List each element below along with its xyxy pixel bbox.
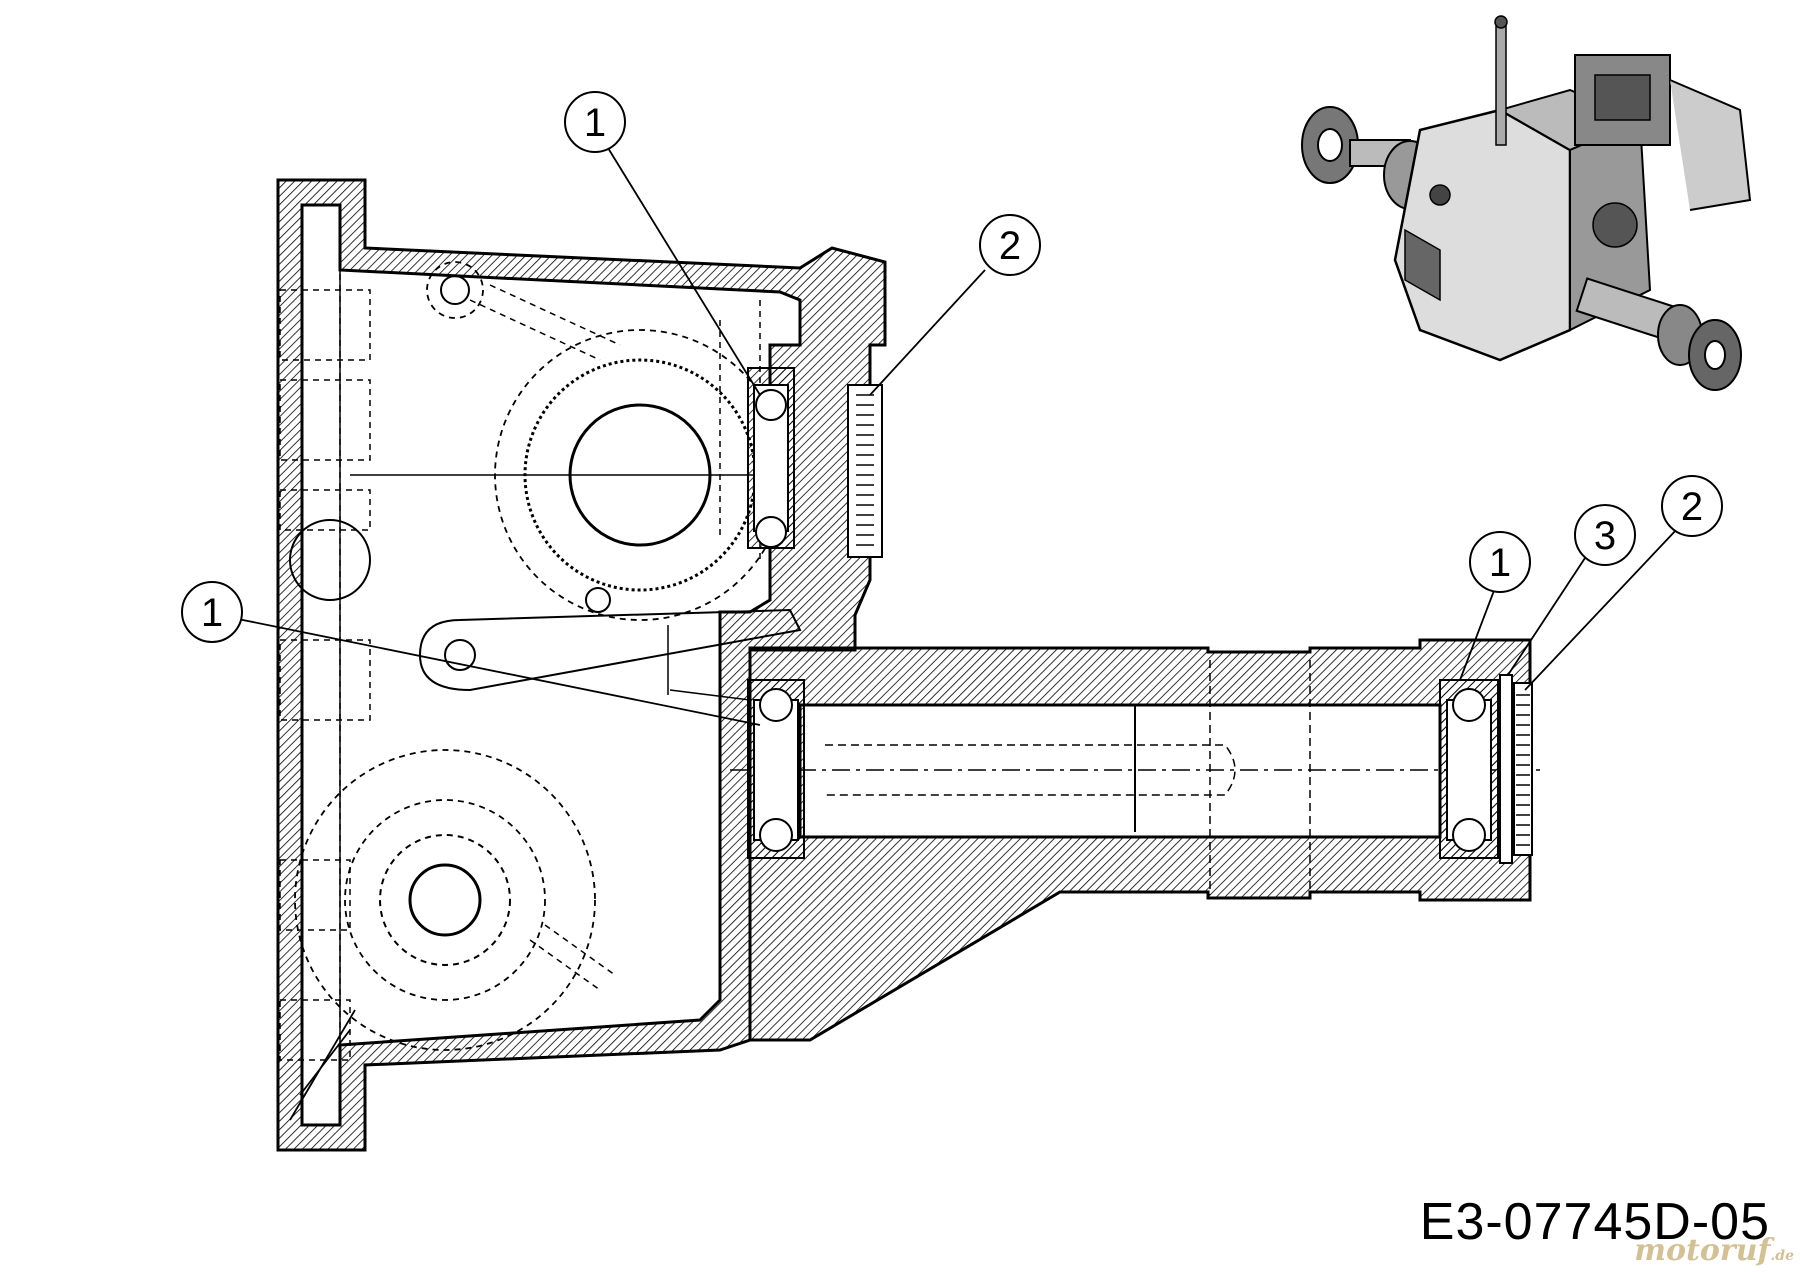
svg-text:3: 3	[1594, 514, 1616, 558]
callout-leaders	[232, 147, 1679, 1121]
svg-text:1: 1	[584, 101, 606, 145]
svg-text:1: 1	[1489, 541, 1511, 585]
link-arm	[418, 587, 802, 701]
axle-tube	[730, 638, 1545, 1042]
callout-1-right: 1	[1469, 531, 1531, 593]
upper-bearing	[747, 367, 883, 558]
outer-axle-bearing	[1439, 674, 1533, 864]
inner-axle-bearing	[747, 679, 805, 859]
callout-1-top: 1	[564, 91, 626, 153]
callout-3-right: 3	[1574, 504, 1636, 566]
svg-text:2: 2	[1681, 485, 1703, 529]
lower-bore	[294, 749, 616, 1051]
callout-2-right: 2	[1661, 475, 1723, 537]
internal-passages	[279, 230, 761, 1100]
right-wheel-hub	[1575, 277, 1742, 391]
transaxle-thumbnail	[1301, 15, 1752, 391]
upper-bore	[289, 261, 790, 621]
drawing-code: E3-07745D-05	[1419, 1193, 1770, 1251]
svg-text:1: 1	[201, 591, 223, 635]
svg-text:2: 2	[999, 224, 1021, 268]
callout-1-left: 1	[181, 581, 243, 643]
callout-2-top: 2	[979, 214, 1041, 276]
watermark-logo: motoruf.de	[1634, 1233, 1794, 1268]
